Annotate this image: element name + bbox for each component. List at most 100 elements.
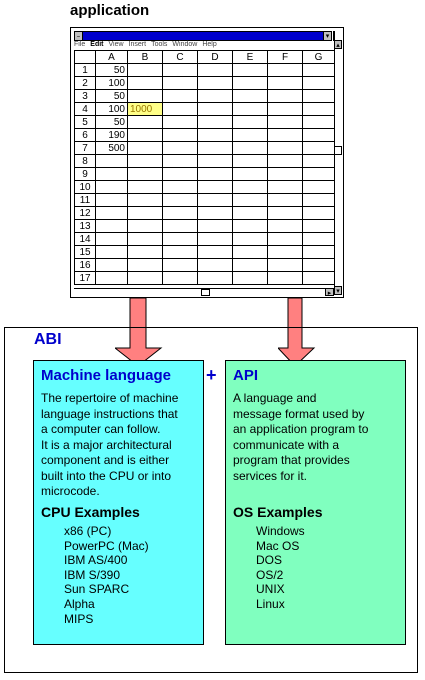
cell[interactable] (267, 115, 303, 129)
cell[interactable] (267, 167, 303, 181)
cell[interactable] (267, 180, 303, 194)
cell[interactable] (267, 76, 303, 90)
row-header[interactable]: 12 (74, 206, 96, 220)
cell[interactable] (302, 232, 335, 246)
row-header[interactable]: 6 (74, 128, 96, 142)
cell-a[interactable] (95, 167, 128, 181)
cell[interactable] (197, 167, 233, 181)
cell-b[interactable] (127, 76, 163, 90)
cell-b[interactable] (127, 232, 163, 246)
cell[interactable] (267, 128, 303, 142)
cell[interactable] (302, 115, 335, 129)
cell[interactable] (267, 154, 303, 168)
row-header[interactable]: 7 (74, 141, 96, 155)
cell-a[interactable]: 50 (95, 89, 128, 103)
cell-b[interactable] (127, 154, 163, 168)
cell[interactable] (232, 180, 268, 194)
cell-a[interactable] (95, 245, 128, 259)
row-header[interactable]: 1 (74, 63, 96, 77)
cell[interactable] (162, 141, 198, 155)
cell[interactable] (162, 193, 198, 207)
cell[interactable] (267, 232, 303, 246)
cell-a[interactable] (95, 193, 128, 207)
cell-a[interactable]: 100 (95, 102, 128, 116)
cell[interactable] (302, 102, 335, 116)
cell[interactable] (197, 128, 233, 142)
column-header-e[interactable]: E (232, 50, 268, 64)
column-header-f[interactable]: F (267, 50, 303, 64)
menu-item-tools[interactable]: Tools (151, 41, 168, 48)
cell-b[interactable] (127, 115, 163, 129)
cell-a[interactable]: 50 (95, 63, 128, 77)
cell[interactable] (232, 245, 268, 259)
cell[interactable] (162, 258, 198, 272)
vertical-scroll-thumb[interactable] (334, 146, 342, 155)
cell[interactable] (302, 180, 335, 194)
cell[interactable] (267, 258, 303, 272)
scroll-right-icon[interactable]: ▸ (325, 288, 334, 297)
cell-a[interactable] (95, 232, 128, 246)
row-header[interactable]: 8 (74, 154, 96, 168)
cell[interactable] (232, 76, 268, 90)
cell[interactable] (302, 63, 335, 77)
system-menu-icon[interactable]: – (74, 31, 83, 41)
cell[interactable] (197, 76, 233, 90)
cell[interactable] (197, 232, 233, 246)
corner-cell[interactable] (74, 50, 96, 64)
cell[interactable] (302, 271, 335, 285)
cell-b[interactable] (127, 245, 163, 259)
cell[interactable] (302, 219, 335, 233)
cell[interactable] (232, 89, 268, 103)
cell-a[interactable]: 50 (95, 115, 128, 129)
menu-item-help[interactable]: Help (202, 41, 217, 48)
cell[interactable] (267, 193, 303, 207)
cell[interactable] (162, 128, 198, 142)
cell[interactable] (197, 206, 233, 220)
cell[interactable] (162, 115, 198, 129)
cell[interactable] (197, 258, 233, 272)
cell-a[interactable] (95, 258, 128, 272)
cell[interactable] (197, 89, 233, 103)
cell-b[interactable] (127, 128, 163, 142)
row-header[interactable]: 11 (74, 193, 96, 207)
cell[interactable] (197, 102, 233, 116)
cell[interactable] (232, 271, 268, 285)
row-header[interactable]: 17 (74, 271, 96, 285)
row-header[interactable]: 2 (74, 76, 96, 90)
cell[interactable] (267, 219, 303, 233)
cell-b[interactable] (127, 193, 163, 207)
cell-a[interactable]: 100 (95, 76, 128, 90)
cell[interactable] (162, 63, 198, 77)
cell[interactable] (302, 167, 335, 181)
menu-item-insert[interactable]: Insert (128, 41, 147, 48)
cell[interactable] (197, 63, 233, 77)
cell[interactable] (302, 245, 335, 259)
cell-a[interactable] (95, 219, 128, 233)
row-header[interactable]: 14 (74, 232, 96, 246)
cell[interactable] (232, 258, 268, 272)
cell[interactable] (162, 167, 198, 181)
cell[interactable] (197, 219, 233, 233)
cell[interactable] (267, 89, 303, 103)
cell[interactable] (197, 271, 233, 285)
cell[interactable] (232, 219, 268, 233)
cell[interactable] (267, 141, 303, 155)
cell[interactable] (232, 141, 268, 155)
cell-a[interactable] (95, 206, 128, 220)
vertical-scrollbar[interactable] (334, 31, 343, 293)
cell[interactable] (197, 245, 233, 259)
row-header[interactable]: 10 (74, 180, 96, 194)
row-header[interactable]: 5 (74, 115, 96, 129)
row-header[interactable]: 4 (74, 102, 96, 116)
cell[interactable] (162, 154, 198, 168)
menu-item-view[interactable]: View (108, 41, 124, 48)
cell-a[interactable] (95, 154, 128, 168)
cell-b[interactable] (127, 141, 163, 155)
cell[interactable] (232, 128, 268, 142)
cell[interactable] (232, 63, 268, 77)
cell[interactable] (162, 245, 198, 259)
cell[interactable] (197, 141, 233, 155)
cell[interactable] (162, 232, 198, 246)
cell[interactable] (232, 115, 268, 129)
cell-a[interactable] (95, 180, 128, 194)
